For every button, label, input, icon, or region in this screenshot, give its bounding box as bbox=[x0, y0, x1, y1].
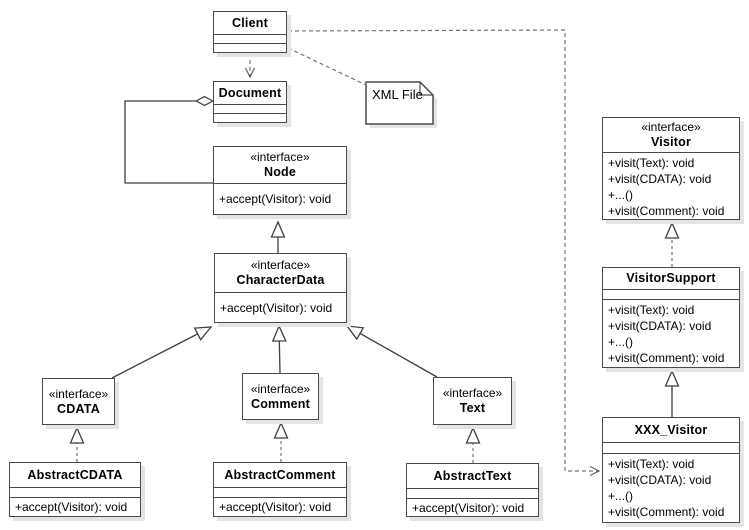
method-label: +accept(Visitor): void bbox=[412, 500, 525, 515]
stereotype-label: «interface» bbox=[250, 150, 310, 164]
class-document: Document bbox=[213, 81, 287, 123]
method-label: +accept(Visitor): void bbox=[219, 500, 332, 514]
class-abstractcdata: AbstractCDATA +accept(Visitor): void bbox=[9, 462, 141, 517]
class-comment: «interface» Comment bbox=[242, 373, 319, 420]
class-name: Client bbox=[232, 15, 268, 30]
class-node: «interface» Node +accept(Visitor): void bbox=[213, 146, 347, 215]
class-abstracttext: AbstractText +accept(Visitor): void bbox=[406, 463, 539, 517]
aggregation-diamond-icon bbox=[194, 95, 215, 107]
attributes-compartment bbox=[603, 289, 739, 299]
class-text: «interface» Text bbox=[433, 377, 512, 425]
method-label: +...() bbox=[608, 188, 634, 202]
class-name: CDATA bbox=[57, 401, 100, 416]
method-label: +visit(Comment): void bbox=[608, 351, 725, 365]
class-visitorsupport: VisitorSupport +visit(Text): void +visit… bbox=[602, 267, 740, 368]
edge-client-xmlfile-link bbox=[287, 47, 367, 86]
operations-compartment: +visit(Text): void +visit(CDATA): void +… bbox=[603, 299, 739, 367]
attributes-compartment bbox=[407, 488, 538, 498]
method-label: +accept(Visitor): void bbox=[219, 192, 332, 206]
operations-compartment: +accept(Visitor): void bbox=[214, 497, 346, 516]
attributes-compartment bbox=[214, 104, 286, 113]
method-label: +accept(Visitor): void bbox=[220, 300, 333, 315]
method-label: +visit(Comment): void bbox=[608, 204, 725, 218]
method-label: +...() bbox=[608, 335, 634, 349]
stereotype-label: «interface» bbox=[250, 258, 311, 272]
xml-file-note-label: XML File bbox=[372, 87, 423, 102]
stereotype-label: «interface» bbox=[442, 386, 503, 400]
xml-file-note-shape bbox=[365, 81, 437, 128]
method-label: +...() bbox=[608, 489, 634, 503]
method-label: +visit(CDATA): void bbox=[608, 473, 712, 487]
class-name: AbstractCDATA bbox=[27, 467, 123, 482]
edge-text-characterdata-generalization bbox=[347, 326, 438, 378]
method-label: +visit(Text): void bbox=[608, 156, 695, 170]
operations-compartment: +accept(Visitor): void bbox=[407, 498, 538, 516]
method-label: +visit(Text): void bbox=[608, 457, 695, 471]
operations-compartment: +accept(Visitor): void bbox=[214, 183, 346, 214]
class-name: Node bbox=[263, 165, 297, 179]
class-name: Comment bbox=[250, 396, 311, 411]
edge-cdata-characterdata-generalization bbox=[111, 327, 211, 379]
edge-comment-characterdata-generalization bbox=[279, 326, 280, 374]
class-client: Client bbox=[213, 11, 287, 53]
operations-compartment: +visit(Text): void +visit(CDATA): void +… bbox=[603, 453, 739, 522]
attributes-compartment bbox=[214, 34, 286, 43]
class-name: VisitorSupport bbox=[626, 271, 716, 285]
method-label: +visit(Text): void bbox=[608, 303, 695, 317]
method-label: +visit(Comment): void bbox=[608, 505, 725, 519]
operations-compartment: +visit(Text): void +visit(CDATA): void +… bbox=[603, 152, 739, 219]
stereotype-label: «interface» bbox=[641, 120, 701, 134]
class-characterdata: «interface» CharacterData +accept(Visito… bbox=[214, 253, 347, 323]
class-name: Text bbox=[459, 401, 486, 415]
class-xxxvisitor: XXX_Visitor +visit(Text): void +visit(CD… bbox=[602, 417, 740, 523]
operations-compartment bbox=[214, 113, 286, 122]
operations-compartment: +accept(Visitor): void bbox=[10, 497, 140, 516]
stereotype-label: «interface» bbox=[250, 381, 311, 396]
class-name: CharacterData bbox=[236, 273, 325, 287]
operations-compartment: +accept(Visitor): void bbox=[215, 292, 346, 322]
class-visitor: «interface» Visitor +visit(Text): void +… bbox=[602, 117, 740, 220]
class-abstractcomment: AbstractComment +accept(Visitor): void bbox=[213, 462, 347, 517]
note-fold-corner-icon bbox=[419, 82, 433, 96]
attributes-compartment bbox=[10, 487, 140, 497]
method-label: +visit(CDATA): void bbox=[608, 319, 712, 333]
class-name: Document bbox=[218, 85, 282, 100]
method-label: +accept(Visitor): void bbox=[15, 500, 128, 514]
attributes-compartment bbox=[214, 487, 346, 497]
class-name: Visitor bbox=[650, 135, 692, 149]
class-name: XXX_Visitor bbox=[634, 422, 708, 437]
operations-compartment bbox=[214, 43, 286, 52]
class-name: AbstractComment bbox=[224, 467, 336, 482]
edge-client-xxxvisitor-dependency bbox=[287, 29, 601, 477]
attributes-compartment bbox=[603, 442, 739, 453]
method-label: +visit(CDATA): void bbox=[608, 172, 712, 186]
class-name: AbstractText bbox=[433, 468, 512, 483]
class-cdata: «interface» CDATA bbox=[42, 378, 115, 425]
stereotype-label: «interface» bbox=[48, 386, 109, 401]
edge-document-node-aggregation bbox=[124, 100, 213, 184]
